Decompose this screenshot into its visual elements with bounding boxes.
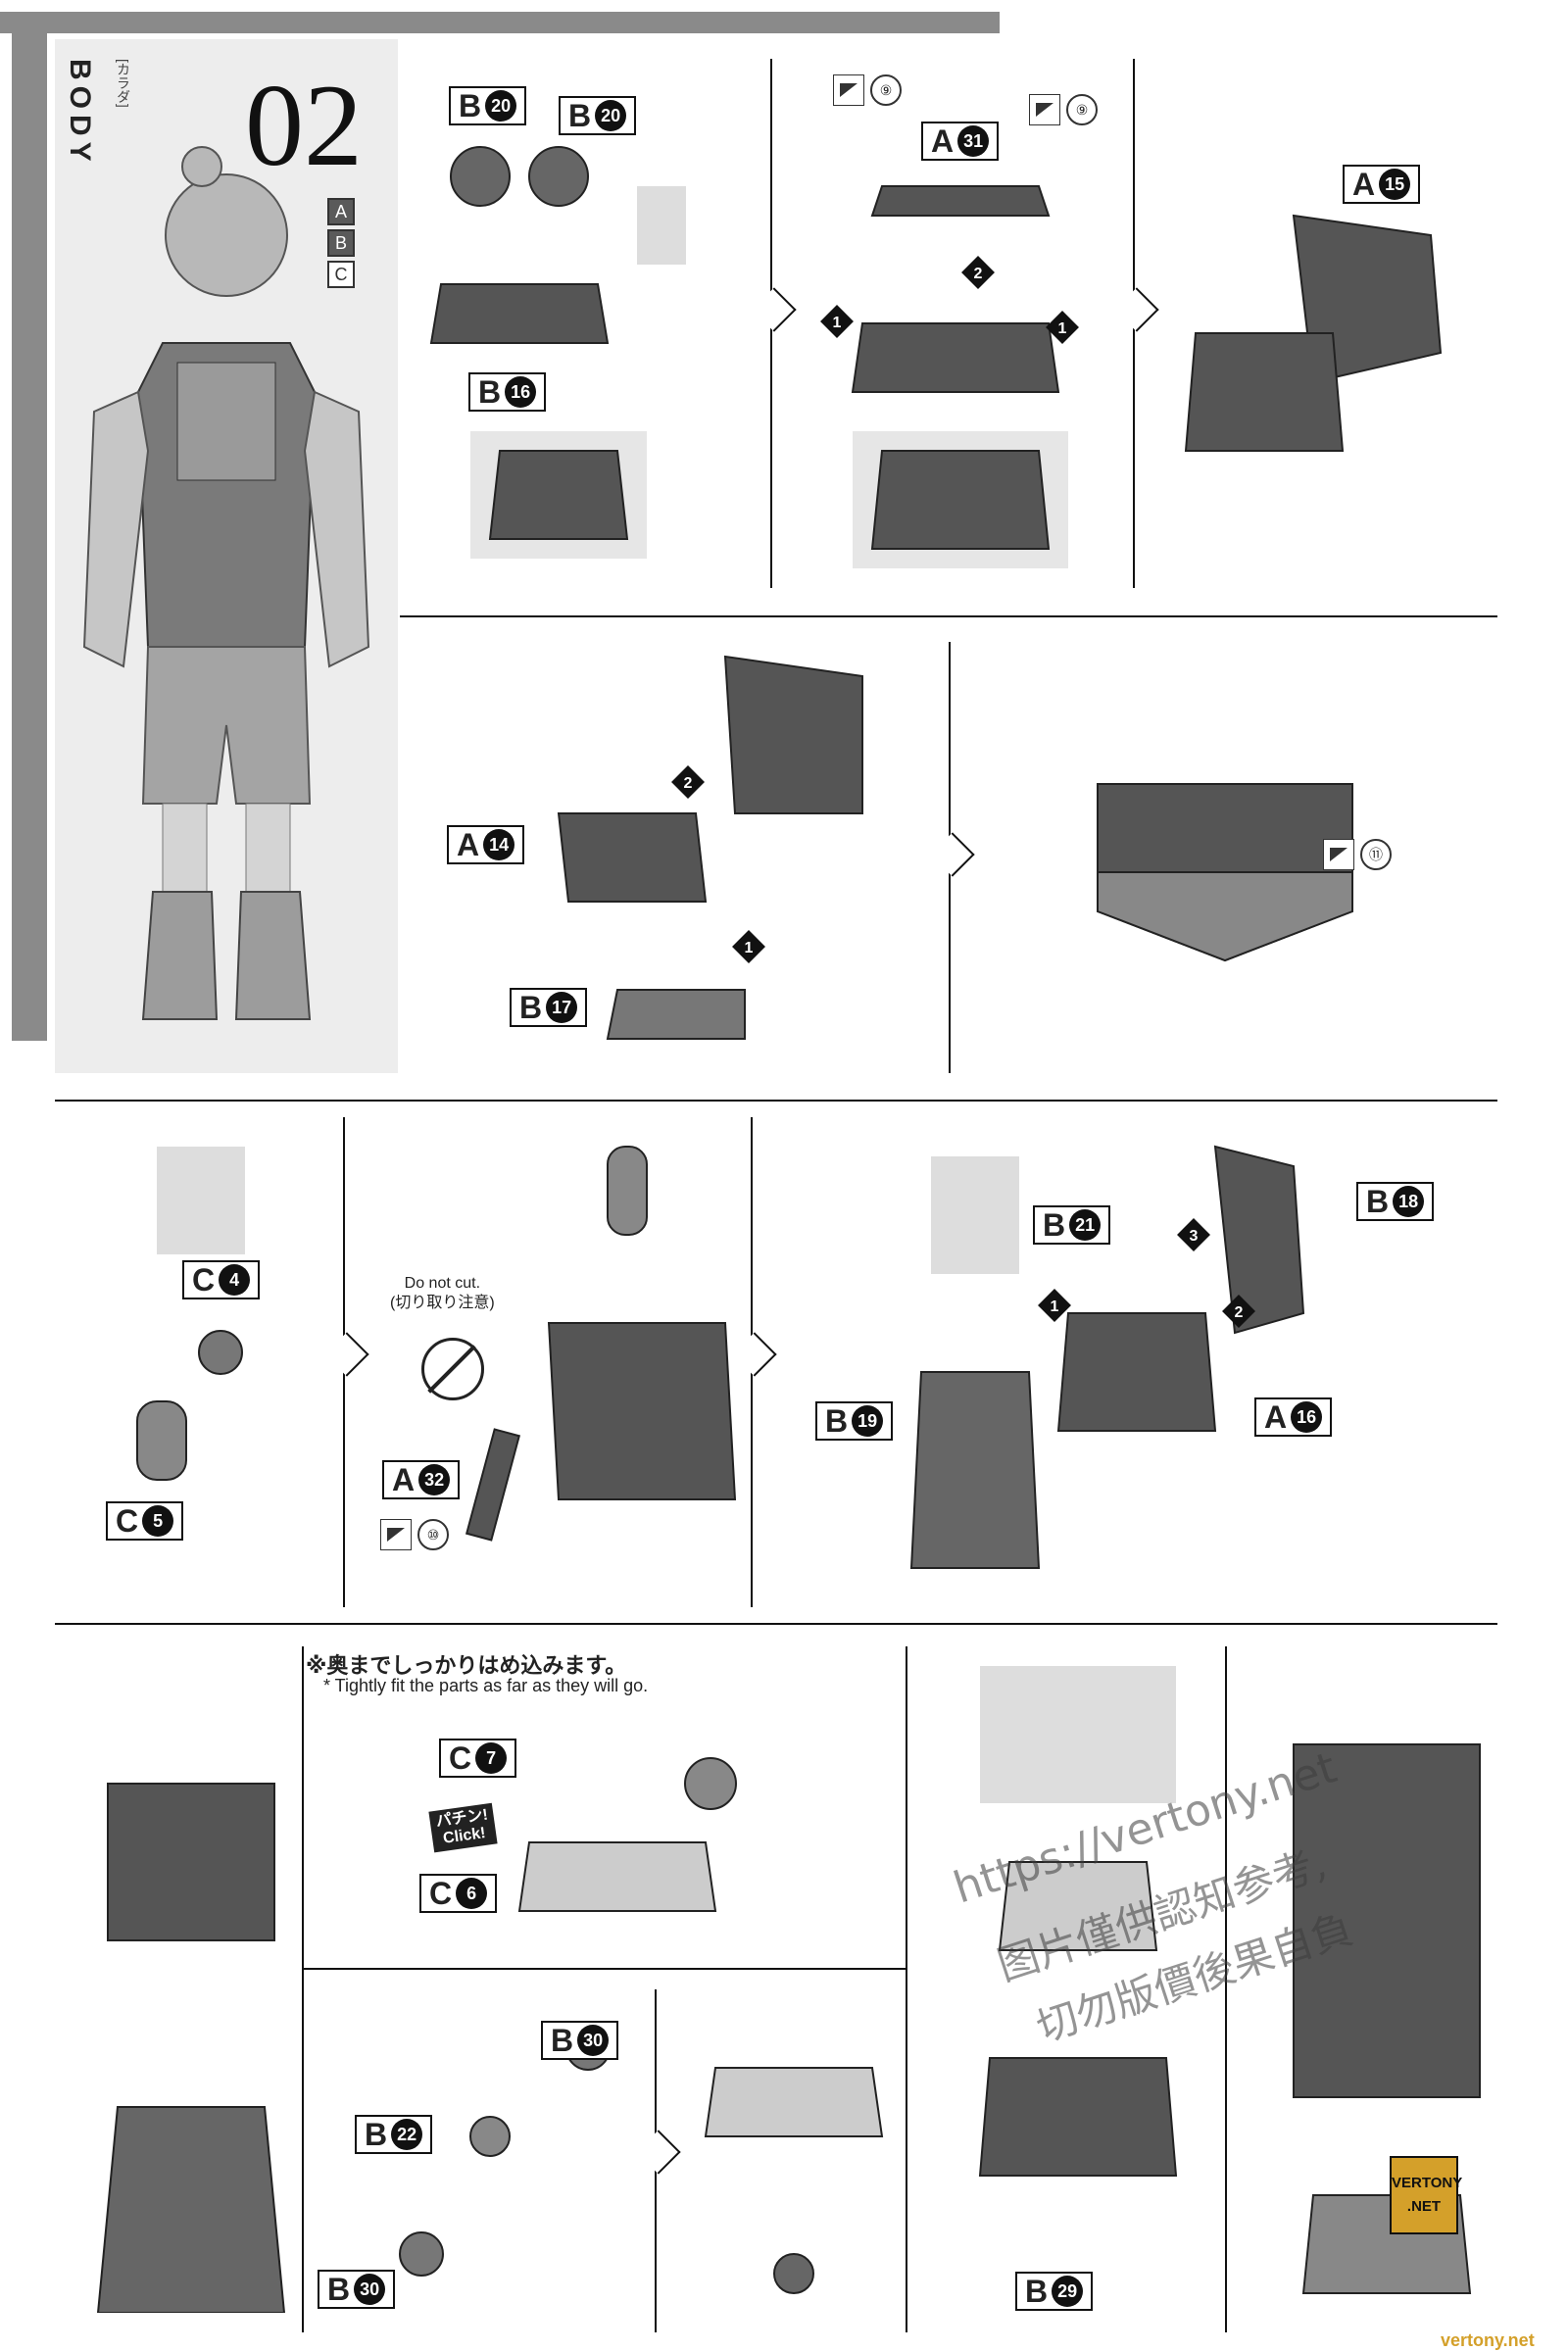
step-b29-illustration bbox=[978, 1666, 1178, 2177]
decal-flag-icon bbox=[1323, 839, 1354, 870]
divider bbox=[1225, 1646, 1227, 2332]
order-marker: 2 bbox=[1222, 1295, 1255, 1328]
figure-illustration bbox=[82, 146, 370, 1020]
divider bbox=[55, 1623, 1497, 1625]
divider bbox=[302, 1968, 906, 1970]
order-marker: 3 bbox=[1177, 1218, 1210, 1251]
svg-text:1: 1 bbox=[833, 315, 842, 331]
decal-flag-icon bbox=[833, 74, 864, 106]
runner-a: A bbox=[327, 198, 355, 225]
vertony-logo: VERTONY .NET bbox=[1390, 2156, 1462, 2234]
decal-marker-9: ⑨ bbox=[833, 74, 902, 106]
order-marker: 1 bbox=[732, 930, 765, 963]
step-a14-illustration bbox=[557, 655, 863, 1040]
step-b18-illustration bbox=[909, 1145, 1305, 1569]
decal-marker-11: ⑪ bbox=[1323, 839, 1392, 870]
step-hip-joint-illustration bbox=[704, 2067, 884, 2294]
click-badge: パチン! Click! bbox=[428, 1802, 498, 1853]
decal-flag-icon bbox=[380, 1519, 412, 1550]
svg-text:1: 1 bbox=[1051, 1298, 1059, 1315]
order-marker: 1 bbox=[1046, 311, 1079, 344]
step-arrow-icon bbox=[930, 832, 975, 877]
order-marker: 2 bbox=[671, 765, 705, 799]
order-marker: 2 bbox=[961, 256, 995, 289]
step-a32-illustration bbox=[465, 1146, 737, 1542]
svg-text:1: 1 bbox=[745, 940, 754, 956]
svg-text:3: 3 bbox=[1190, 1228, 1199, 1245]
section-title: BODY bbox=[64, 59, 96, 168]
divider bbox=[55, 1100, 1497, 1102]
order-marker: 1 bbox=[1038, 1289, 1071, 1322]
runner-legend: A B C bbox=[327, 198, 355, 292]
footer-watermark: vertony.net bbox=[1441, 2330, 1535, 2350]
svg-text:1: 1 bbox=[1058, 320, 1067, 337]
step-a15-illustration bbox=[1184, 214, 1443, 452]
no-cut-icon bbox=[421, 1338, 484, 1400]
header-band bbox=[0, 12, 1000, 33]
fit-note-en: * Tightly fit the parts as far as they w… bbox=[323, 1676, 649, 1695]
step-c4-illustration bbox=[136, 1147, 245, 1481]
side-band bbox=[12, 12, 47, 1041]
fit-note-jp: ※奥までしっかりはめ込みます。 bbox=[306, 1653, 627, 1678]
figure-preview-panel bbox=[55, 39, 398, 1073]
decal-flag-icon bbox=[1029, 94, 1060, 125]
do-not-cut-note: Do not cut. (切り取り注意) bbox=[390, 1275, 495, 1311]
step-c6-illustration bbox=[517, 1757, 737, 1912]
order-marker: 1 bbox=[820, 305, 854, 338]
divider bbox=[906, 1646, 907, 2332]
step-arrow-icon bbox=[324, 1332, 369, 1377]
svg-text:2: 2 bbox=[684, 775, 693, 792]
divider bbox=[400, 615, 1497, 617]
step-number: 02 bbox=[245, 60, 363, 190]
runner-b: B bbox=[327, 229, 355, 257]
divider bbox=[302, 1646, 304, 2332]
section-subtitle: [カラダ] bbox=[116, 59, 131, 108]
decal-marker-9: ⑨ bbox=[1029, 94, 1098, 125]
step-b16-illustration bbox=[429, 146, 686, 559]
step-torso-join-illustration bbox=[96, 1783, 286, 2313]
step-chest-decal-illustration bbox=[1097, 783, 1353, 962]
step-arrow-icon bbox=[1114, 287, 1159, 332]
step-a31-illustration bbox=[851, 185, 1068, 568]
svg-text:2: 2 bbox=[1235, 1304, 1244, 1321]
decal-marker-10: ⑩ bbox=[380, 1519, 449, 1550]
runner-c: C bbox=[327, 261, 355, 288]
svg-text:2: 2 bbox=[974, 266, 983, 282]
